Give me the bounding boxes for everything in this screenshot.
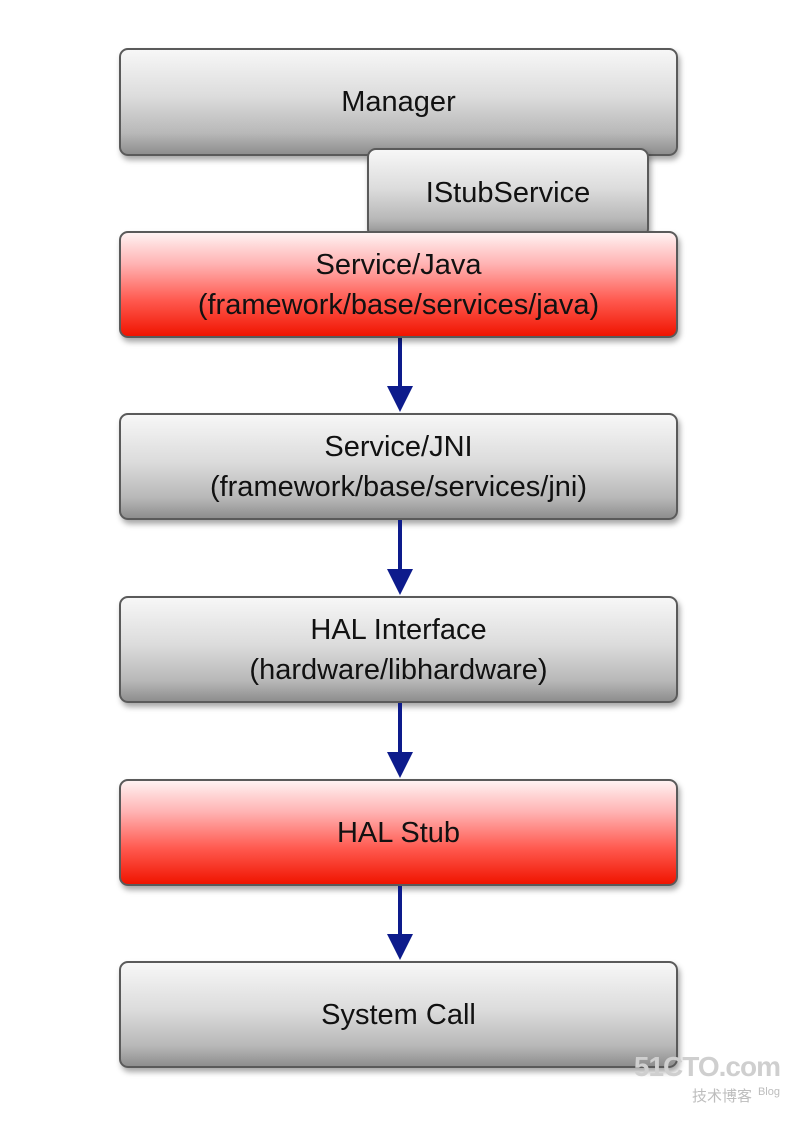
manager-label: Manager: [341, 86, 456, 118]
watermark-tagline-row: 技术博客 Blog: [634, 1082, 780, 1107]
watermark-site: 51CTO.com: [633, 1051, 781, 1082]
service-jni-box: Service/JNI (framework/base/services/jni…: [119, 413, 678, 520]
watermark-tagline: 技术博客: [691, 1088, 752, 1105]
watermark-blog: Blog: [757, 1086, 780, 1098]
manager-box: Manager: [119, 48, 678, 156]
arrow-down-icon: [387, 886, 413, 960]
hal-interface-path: (hardware/libhardware): [249, 653, 548, 686]
hal-stub-label: HAL Stub: [336, 816, 461, 849]
hal-interface-title: HAL Interface: [310, 613, 487, 646]
service-java-path: (framework/base/services/java): [197, 288, 600, 321]
istubservice-label: IStubService: [425, 177, 591, 209]
system-call-box: System Call: [119, 961, 678, 1068]
istubservice-box: IStubService: [367, 148, 649, 238]
service-java-title: Service/Java: [315, 248, 482, 281]
arrow-down-icon: [387, 520, 413, 595]
service-jni-path: (framework/base/services/jni): [209, 470, 588, 503]
site-watermark: 51CTO.com 技术博客 Blog: [633, 1051, 781, 1107]
hal-stub-box: HAL Stub: [119, 779, 678, 886]
arrow-down-icon: [387, 338, 413, 412]
service-jni-title: Service/JNI: [324, 430, 473, 463]
service-java-box: Service/Java (framework/base/services/ja…: [119, 231, 678, 338]
system-call-label: System Call: [321, 998, 476, 1031]
arrow-down-icon: [387, 703, 413, 778]
hal-interface-box: HAL Interface (hardware/libhardware): [119, 596, 678, 703]
